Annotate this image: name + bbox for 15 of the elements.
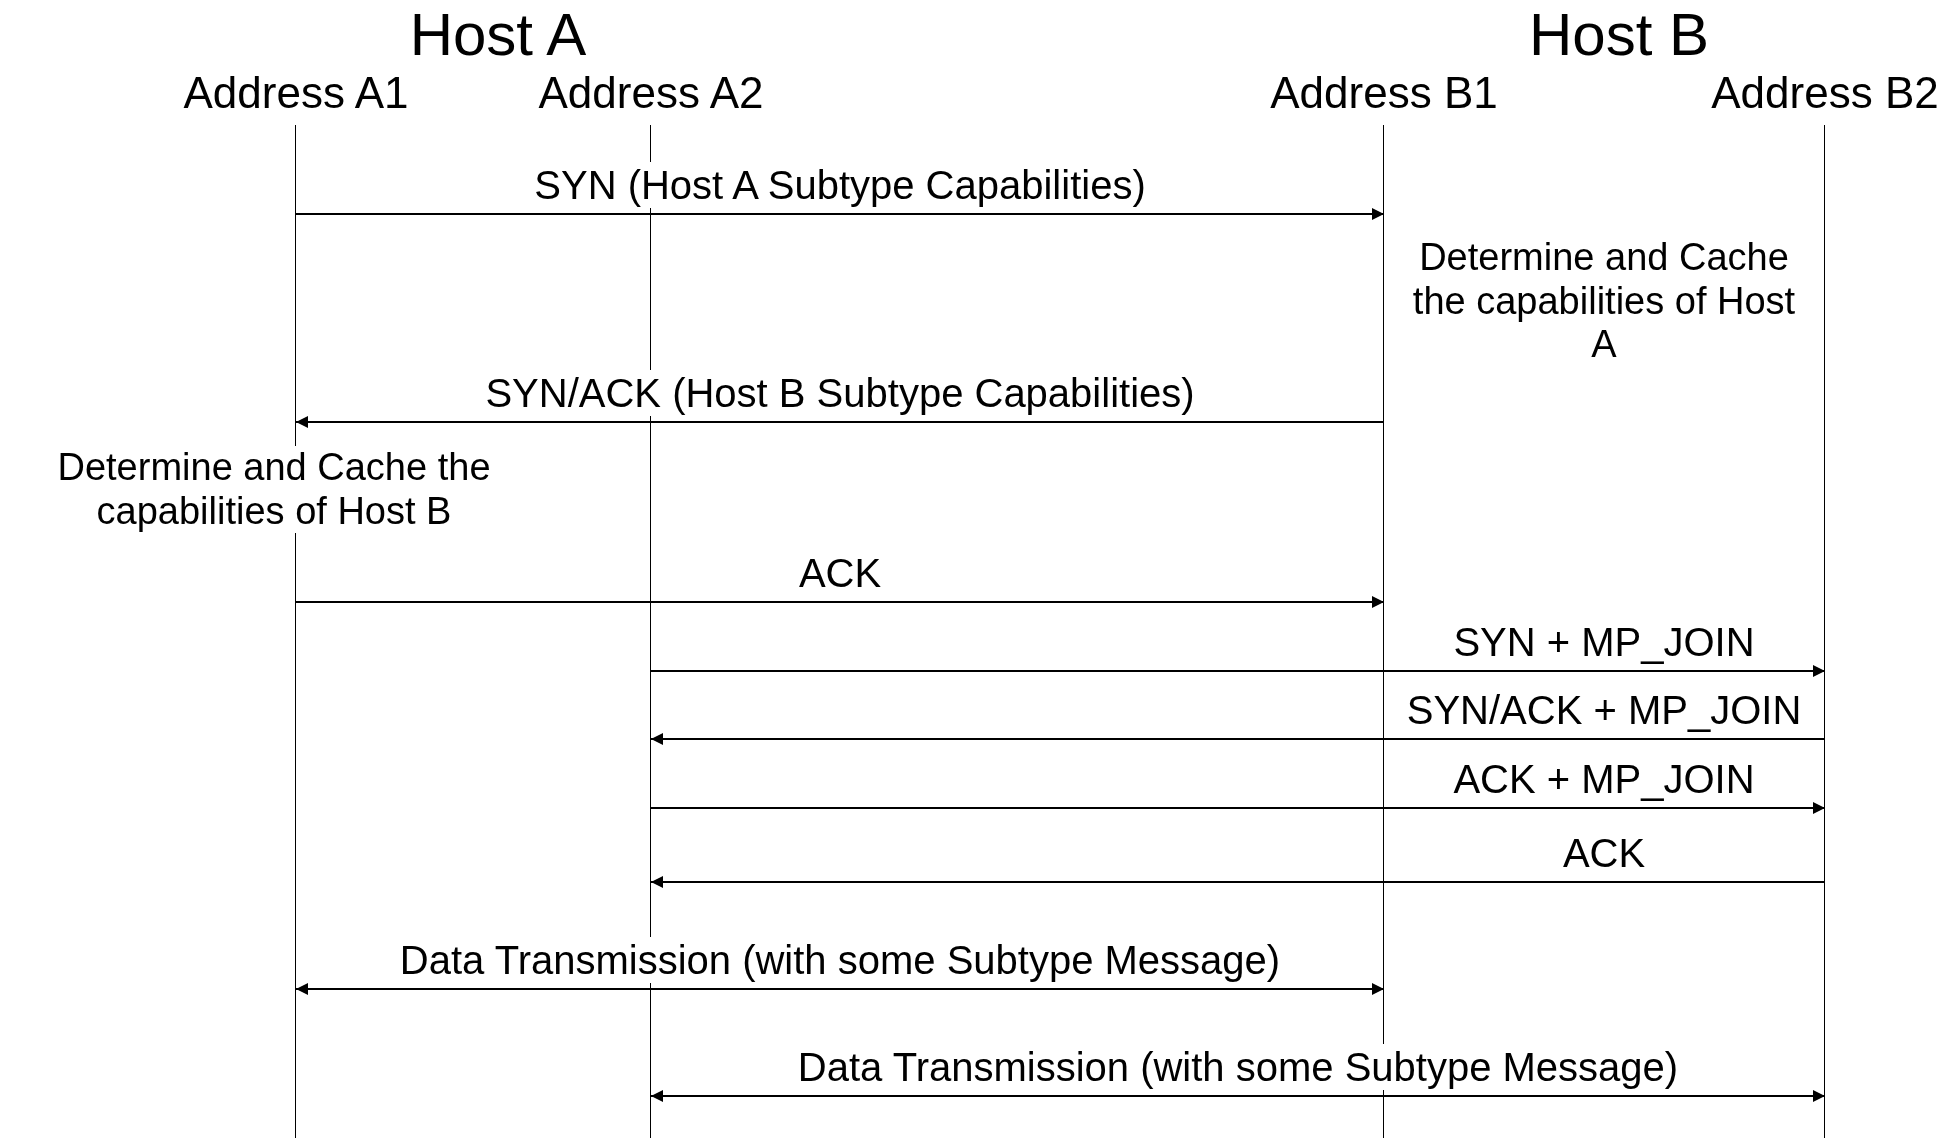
- message-arrow: [650, 876, 1826, 888]
- message-arrow: [295, 596, 1385, 608]
- address-label: Address A1: [183, 68, 409, 119]
- address-label: Address A2: [538, 68, 764, 119]
- address-label: Address B1: [1270, 68, 1498, 119]
- message-arrow: [650, 733, 1826, 745]
- message-arrow: [650, 1090, 1826, 1102]
- address-label: Address B2: [1711, 68, 1939, 119]
- message-arrow: [295, 416, 1385, 428]
- message-arrow: [650, 802, 1826, 814]
- message-arrow: [295, 983, 1385, 995]
- message-arrow: [295, 208, 1385, 220]
- message-arrow: [650, 665, 1826, 677]
- host-title: Host A: [409, 0, 587, 69]
- host-title: Host B: [1528, 0, 1710, 69]
